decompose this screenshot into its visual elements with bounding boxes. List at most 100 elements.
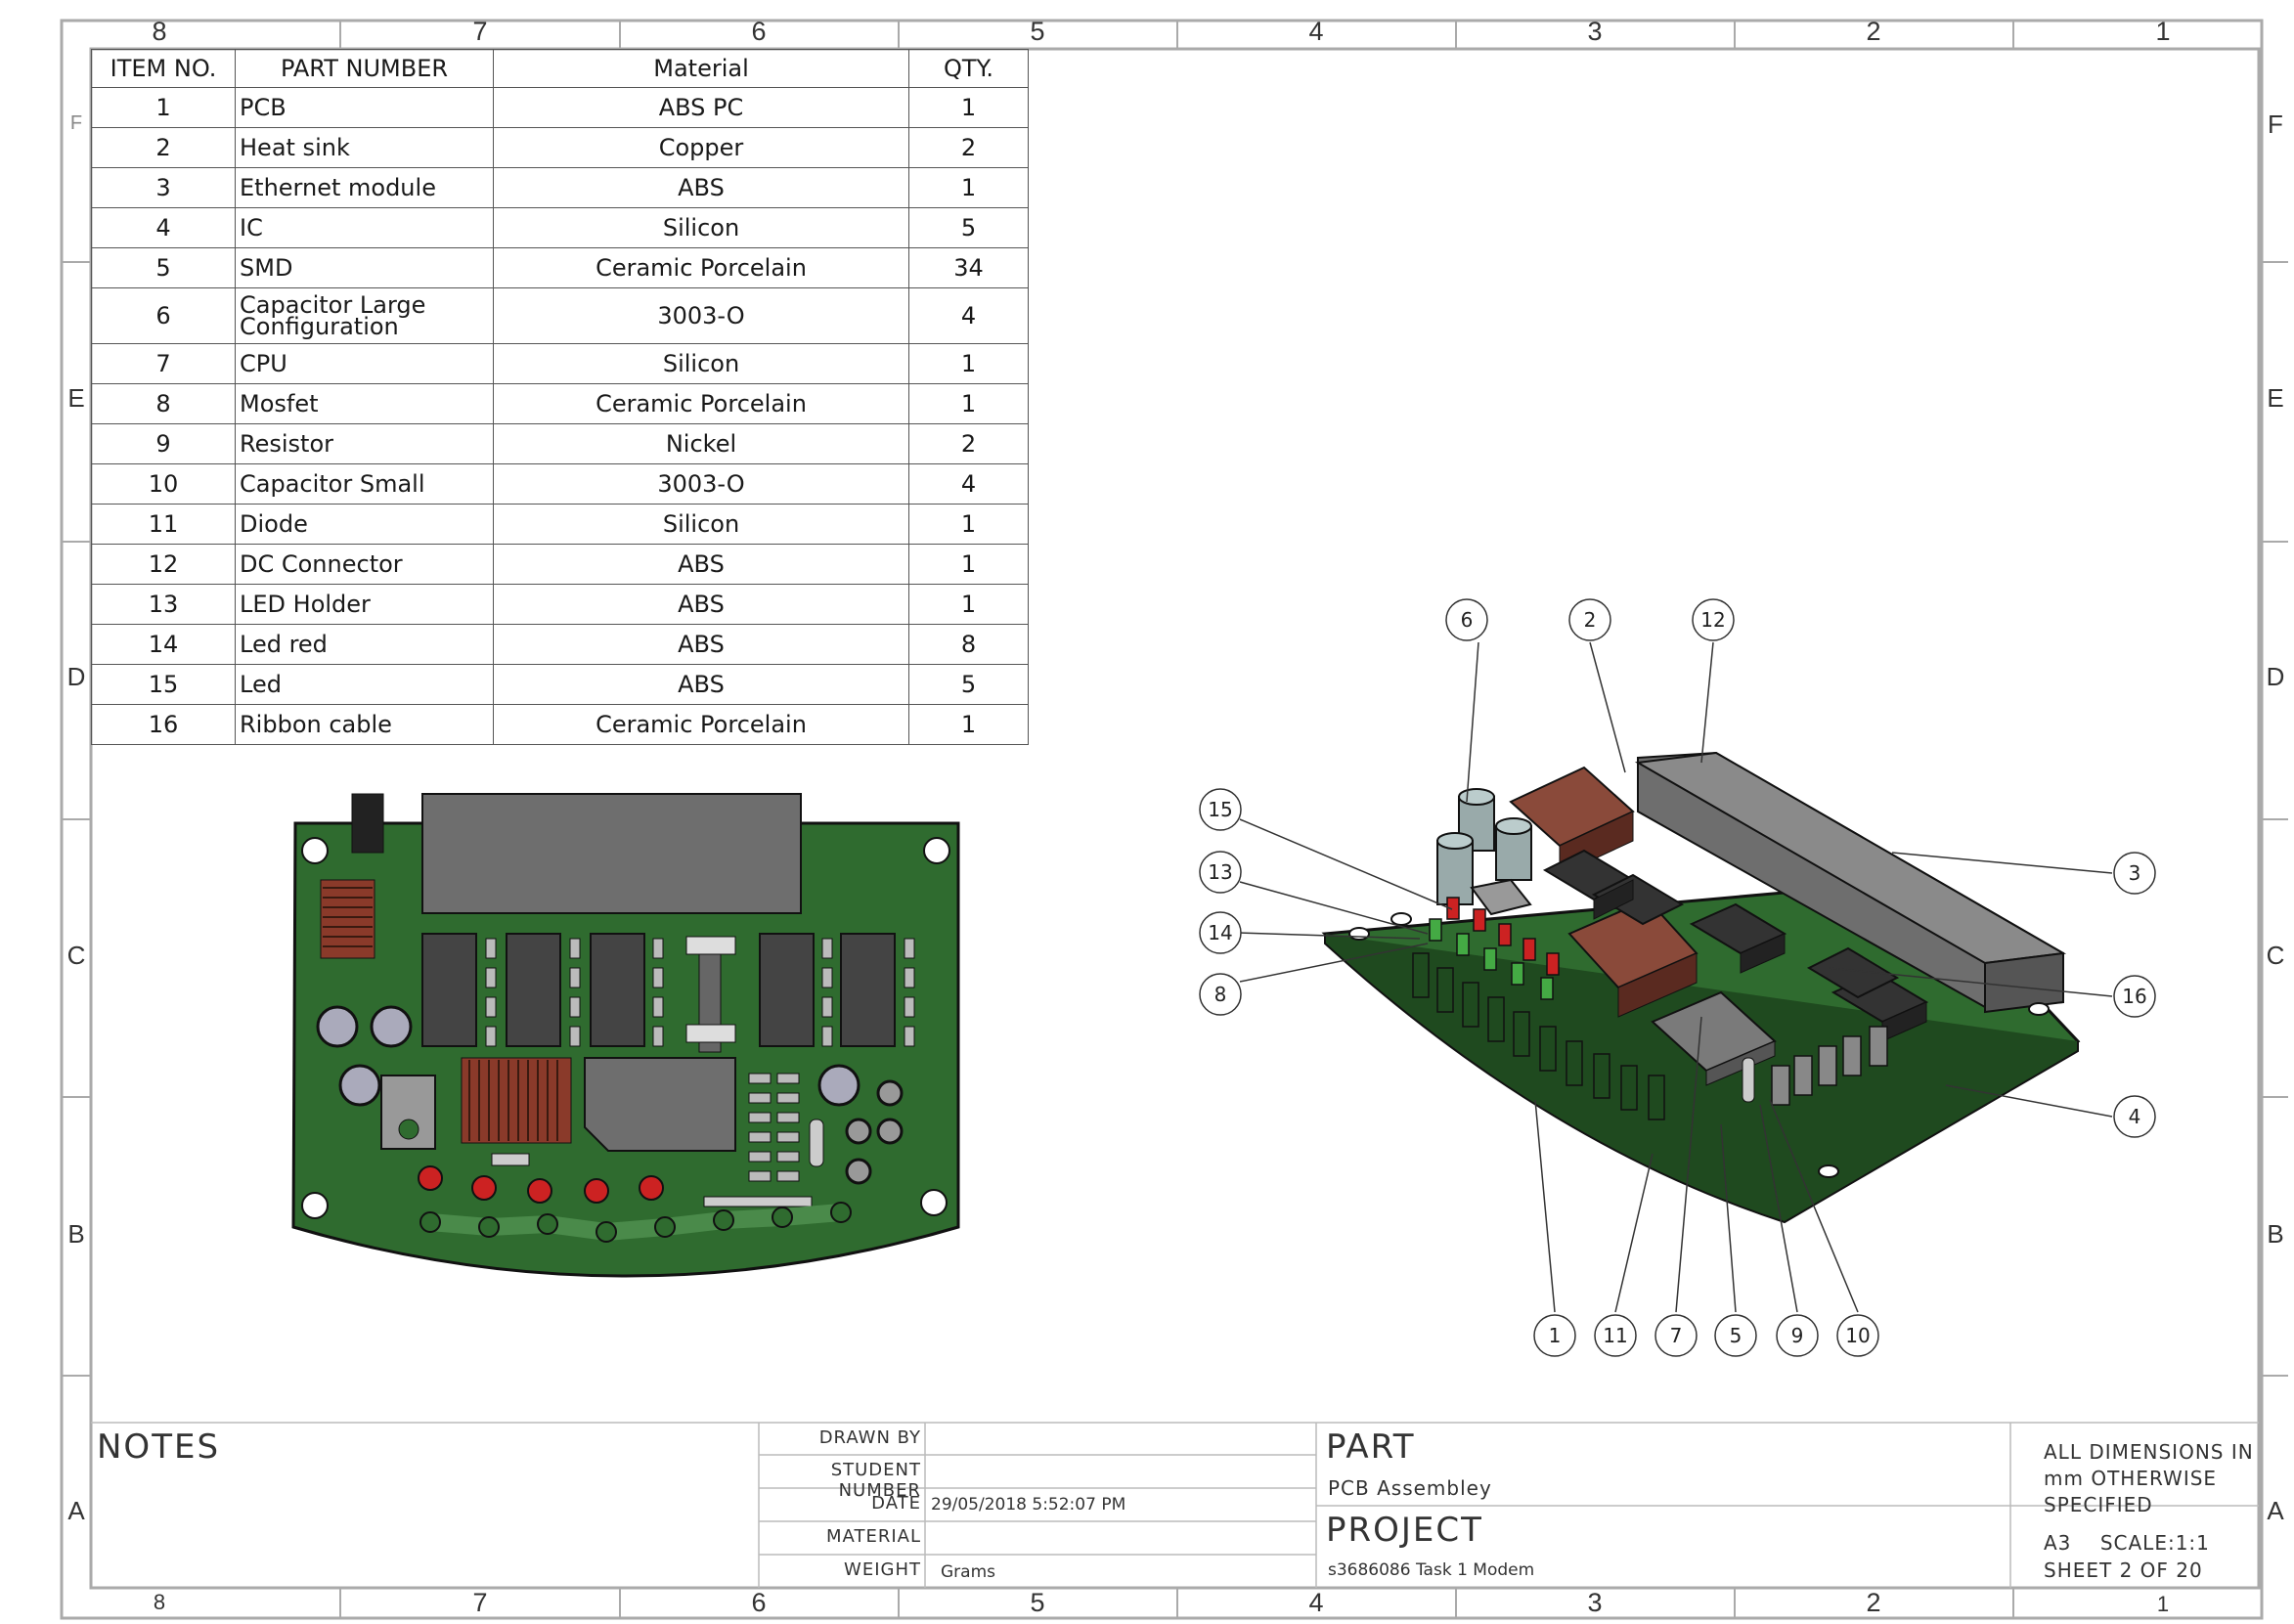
sheet-number: SHEET 2 OF 20: [2044, 1558, 2203, 1582]
pcb-top-view: [291, 793, 960, 1278]
bom-material: Ceramic Porcelain: [493, 383, 909, 424]
zone-row-f-left: F: [69, 112, 83, 134]
date-label: DATE: [871, 1493, 921, 1514]
balloon-16: 16: [2122, 985, 2146, 1008]
balloon-8: 8: [1214, 983, 1227, 1006]
zone-row-b-left: B: [67, 1219, 85, 1249]
bom-qty: 1: [908, 544, 1029, 585]
zone-col-4: 4: [1308, 17, 1324, 46]
balloon-11: 11: [1603, 1324, 1627, 1347]
bom-item: 4: [91, 207, 236, 248]
dimensions-note: ALL DIMENSIONS IN mm OTHERWISE SPECIFIED: [2044, 1439, 2254, 1518]
size-scale: A3 SCALE:1:1: [2044, 1531, 2210, 1555]
balloon-14: 14: [1208, 921, 1232, 944]
zone-col-3: 3: [1587, 17, 1603, 46]
zone-col-8-bottom: 8: [153, 1590, 166, 1614]
balloon-10: 10: [1845, 1324, 1870, 1347]
bom-item: 7: [91, 343, 236, 384]
zone-col-1: 1: [2155, 17, 2171, 46]
bom-material: Ceramic Porcelain: [493, 704, 909, 745]
zone-row-f-right: F: [2268, 110, 2283, 139]
dimensions-note-line-1: ALL DIMENSIONS IN: [2044, 1440, 2254, 1464]
weight-value: Grams: [941, 1562, 995, 1582]
zone-row-a-left: A: [67, 1496, 85, 1525]
bom-qty: 2: [908, 127, 1029, 168]
bom-item: 5: [91, 247, 236, 288]
ethernet-module: [421, 793, 802, 914]
bom-item: 6: [91, 287, 236, 344]
zone-col-6-bottom: 6: [751, 1588, 767, 1617]
balloon-9: 9: [1791, 1324, 1804, 1347]
bom-material: ABS PC: [493, 87, 909, 128]
bom-item: 3: [91, 167, 236, 208]
bom-material: ABS: [493, 624, 909, 665]
material-label: MATERIAL: [826, 1526, 921, 1547]
zone-col-5: 5: [1030, 17, 1045, 46]
zone-row-e-right: E: [2267, 383, 2284, 413]
zone-col-1-bottom: 1: [2156, 1592, 2170, 1616]
bom-qty: 5: [908, 207, 1029, 248]
drawn-by-label: DRAWN BY: [818, 1427, 921, 1448]
bom-qty: 5: [908, 664, 1029, 705]
bom-qty: 1: [908, 584, 1029, 625]
bom-part: Led: [235, 664, 494, 705]
bom-qty: 1: [908, 704, 1029, 745]
zone-col-7-bottom: 7: [472, 1588, 488, 1617]
bom-part: Capacitor Large Configuration: [235, 287, 494, 344]
student-number-label: STUDENT NUMBER: [830, 1460, 921, 1501]
bom-item: 2: [91, 127, 236, 168]
bom-material: ABS: [493, 664, 909, 705]
bom-part: Ethernet module: [235, 167, 494, 208]
zone-col-5-bottom: 5: [1030, 1588, 1045, 1617]
balloon-12: 12: [1700, 608, 1725, 632]
bom-part: DC Connector: [235, 544, 494, 585]
bom-part: Resistor: [235, 423, 494, 464]
balloon-2: 2: [1584, 608, 1597, 632]
bom-item: 9: [91, 423, 236, 464]
zone-col-6: 6: [751, 17, 767, 46]
zone-col-4-bottom: 4: [1308, 1588, 1324, 1617]
weight-label: WEIGHT: [844, 1559, 921, 1580]
bom-qty: 1: [908, 87, 1029, 128]
bom-header-item: ITEM NO.: [91, 49, 236, 88]
bom-qty: 1: [908, 343, 1029, 384]
part-value: PCB Assembley: [1328, 1476, 1492, 1500]
part-heading: PART: [1326, 1427, 1416, 1467]
bom-qty: 1: [908, 383, 1029, 424]
bom-header-part: PART NUMBER: [235, 49, 494, 88]
zone-row-c-right: C: [2266, 941, 2285, 970]
bom-part: LED Holder: [235, 584, 494, 625]
bom-part: Mosfet: [235, 383, 494, 424]
bom-item: 10: [91, 463, 236, 505]
bom-material: ABS: [493, 584, 909, 625]
zone-col-8: 8: [152, 17, 167, 46]
notes-heading: NOTES: [97, 1427, 221, 1467]
dimensions-note-line-2: mm OTHERWISE: [2044, 1467, 2218, 1490]
balloon-13: 13: [1208, 860, 1232, 884]
balloon-3: 3: [2129, 861, 2141, 885]
pcb-isometric-view: [1321, 751, 2081, 1224]
balloon-4: 4: [2129, 1105, 2141, 1128]
bom-part: Ribbon cable: [235, 704, 494, 745]
zone-row-b-right: B: [2267, 1219, 2284, 1249]
bom-qty: 2: [908, 423, 1029, 464]
zone-col-3-bottom: 3: [1587, 1588, 1603, 1617]
zone-row-d-left: D: [66, 662, 86, 691]
balloon-5: 5: [1730, 1324, 1743, 1347]
zone-row-c-left: C: [66, 941, 86, 970]
bom-part: Heat sink: [235, 127, 494, 168]
bom-header-row: ITEM NO. PART NUMBER Material QTY.: [91, 49, 1029, 88]
bom-part: Capacitor Small: [235, 463, 494, 505]
date-value: 29/05/2018 5:52:07 PM: [931, 1495, 1126, 1514]
project-heading: PROJECT: [1326, 1511, 1483, 1550]
